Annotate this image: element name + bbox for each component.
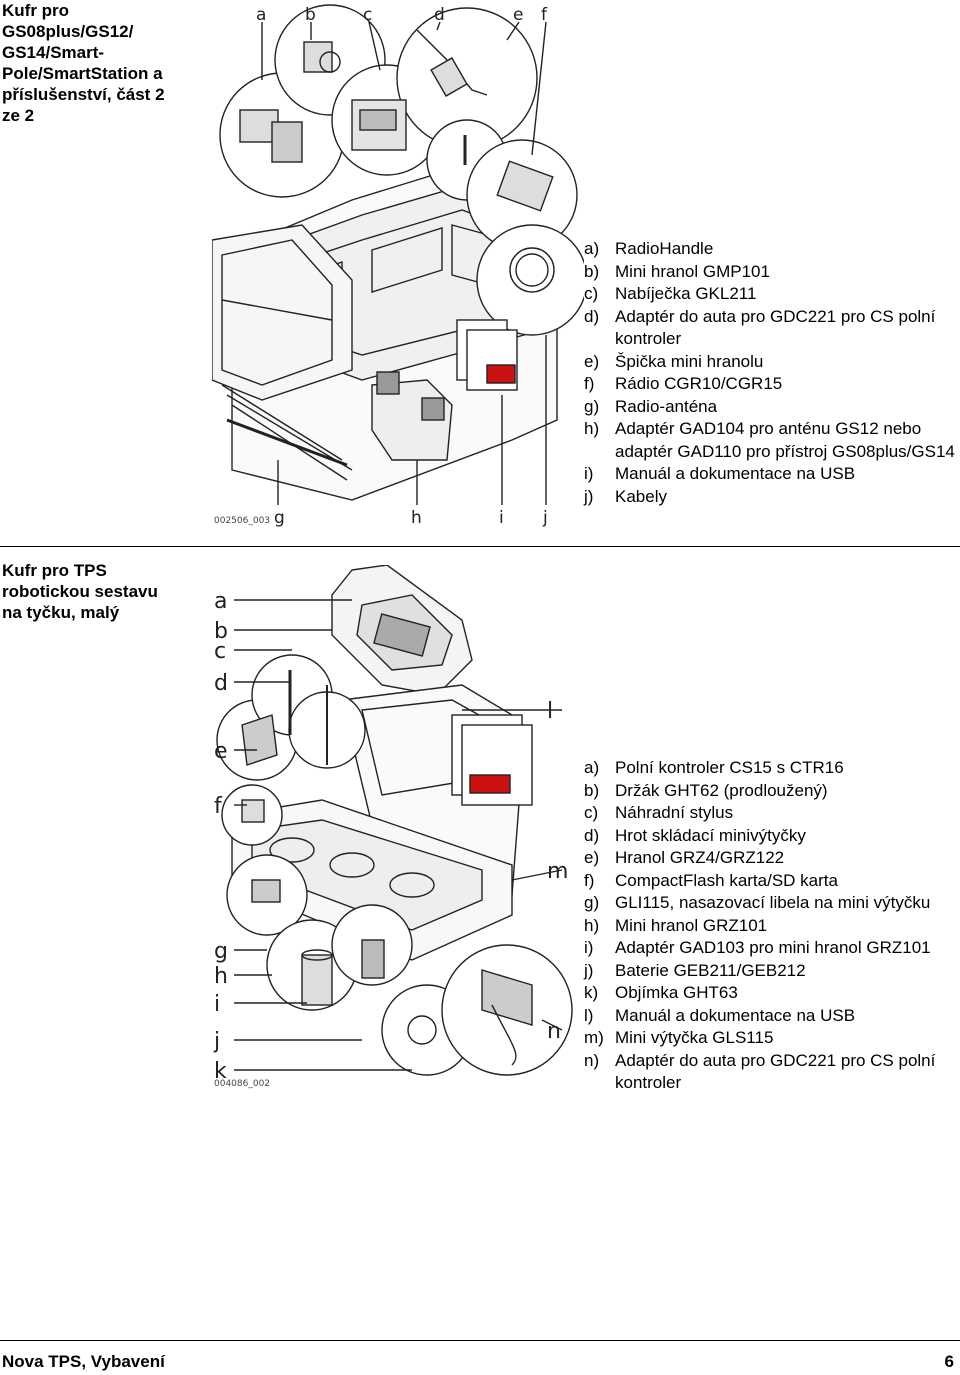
legend-item: c)Nabíječka GKL211 bbox=[584, 284, 757, 303]
figure-id: 004086_002 bbox=[214, 1079, 270, 1089]
legend-item: b)Mini hranol GMP101 bbox=[584, 261, 770, 281]
callout-g: g bbox=[274, 508, 285, 528]
legend-item: g)GLI115, nasazovací libela na mini výty… bbox=[584, 893, 931, 912]
legend-item: f)CompactFlash karta/SD karta bbox=[584, 870, 838, 890]
legend-item: b)Držák GHT62 (prodloužený) bbox=[584, 780, 828, 800]
tps-case-illustration: a b c d e f g h i j k l m n 004086_002 bbox=[213, 565, 573, 1089]
callout-n: n bbox=[547, 1019, 561, 1044]
callout-e: e bbox=[214, 739, 228, 764]
legend-item: l)Manuál a dokumentace na USB bbox=[584, 1005, 856, 1025]
callout-l: l bbox=[547, 699, 553, 724]
callout-f: f bbox=[214, 794, 223, 819]
legend-item: d)Hrot skládací minivýtyčky bbox=[584, 825, 806, 845]
callout-a: a bbox=[256, 5, 266, 25]
legend-tps-case: a)Polní kontroler CS15 s CTR16 b)Držák G… bbox=[584, 757, 960, 1095]
callout-m: m bbox=[547, 859, 568, 884]
legend-item: n)Adaptér do auta pro GDC221 pro CS poln… bbox=[584, 1050, 936, 1093]
callout-j: j bbox=[213, 1029, 220, 1054]
callout-d: d bbox=[214, 671, 228, 696]
callout-i: i bbox=[499, 508, 504, 528]
callout-b: b bbox=[214, 619, 228, 644]
page-number: 6 bbox=[944, 1352, 954, 1371]
callout-k: k bbox=[214, 1059, 227, 1084]
legend-item: k)Objímka GHT63 bbox=[584, 983, 738, 1002]
section2-title: Kufr pro TPS robotickou sestavu na tyčku… bbox=[2, 561, 158, 622]
legend-item: e)Špička mini hranolu bbox=[584, 351, 764, 371]
callout-e: e bbox=[513, 5, 523, 25]
legend-item: a)RadioHandle bbox=[584, 239, 714, 258]
legend-item: i)Manuál a dokumentace na USB bbox=[584, 464, 856, 483]
legend-item: e)Hranol GRZ4/GRZ122 bbox=[584, 848, 785, 867]
figure-id: 002506_003 bbox=[214, 516, 270, 526]
section1-title: Kufr pro GS08plus/GS12/ GS14/Smart-Pole/… bbox=[2, 1, 165, 125]
figure-tps-case: a b c d e f g h i j k l m n 004086_002 bbox=[212, 565, 584, 1095]
callout-h: h bbox=[411, 508, 422, 528]
callout-g: g bbox=[214, 939, 228, 964]
callout-h: h bbox=[214, 964, 228, 989]
legend-item: h)Adaptér GAD104 pro anténu GS12 nebo ad… bbox=[584, 419, 955, 461]
footer-title: Nova TPS, Vybavení bbox=[2, 1352, 165, 1371]
legend-item: c)Náhradní stylus bbox=[584, 803, 734, 822]
callout-b: b bbox=[305, 5, 316, 25]
legend-item: j)Baterie GEB211/GEB212 bbox=[584, 960, 806, 980]
callout-a: a bbox=[214, 589, 227, 614]
footer-rule bbox=[0, 1340, 960, 1341]
legend-item: g)Radio-anténa bbox=[584, 396, 718, 416]
legend-item: h)Mini hranol GRZ101 bbox=[584, 915, 768, 935]
callout-c: c bbox=[214, 639, 226, 664]
callout-f: f bbox=[541, 5, 548, 25]
section-divider bbox=[0, 546, 960, 547]
legend-item: d)Adaptér do auta pro GDC221 pro CS poln… bbox=[584, 306, 936, 349]
callout-c: c bbox=[363, 5, 372, 25]
callout-j: j bbox=[542, 508, 548, 528]
legend-gnss-case: a)RadioHandle b)Mini hranol GMP101 c)Nab… bbox=[584, 238, 960, 508]
callout-i: i bbox=[214, 992, 220, 1017]
figure-gnss-case: a b c d e f g h i j 002506_003 bbox=[212, 0, 584, 535]
legend-item: i)Adaptér GAD103 pro mini hranol GRZ101 bbox=[584, 938, 931, 957]
legend-item: f)Rádio CGR10/CGR15 bbox=[584, 374, 783, 393]
legend-item: j)Kabely bbox=[584, 486, 667, 506]
gnss-case-illustration: a b c d e f g h i j 002506_003 bbox=[212, 4, 584, 528]
callout-d: d bbox=[434, 5, 445, 25]
legend-item: m)Mini výtyčka GLS115 bbox=[584, 1028, 774, 1047]
legend-item: a)Polní kontroler CS15 s CTR16 bbox=[584, 758, 844, 777]
